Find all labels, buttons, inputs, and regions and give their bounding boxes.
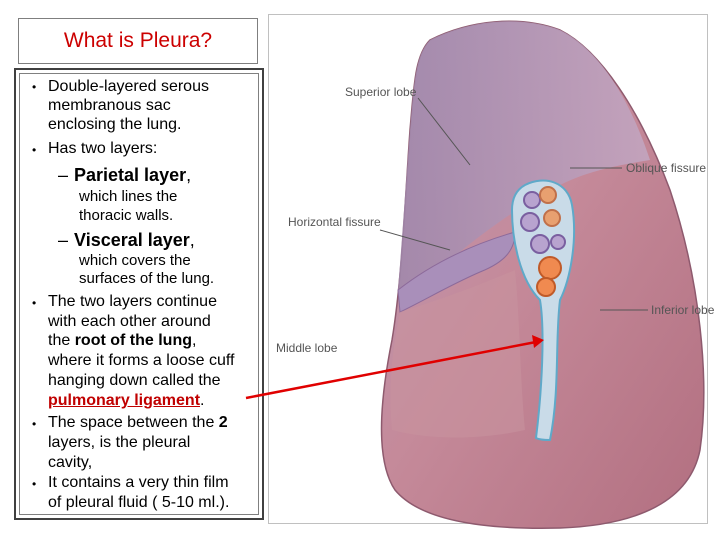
pulmonary-vessel: [523, 191, 541, 209]
bullet-4-line-3: cavity,: [48, 454, 93, 471]
label-inferior-lobe: Inferior lobe: [651, 303, 715, 317]
pointer-superior-lobe: [417, 97, 471, 166]
visceral-term: Visceral layer: [74, 230, 190, 250]
pulmonary-vessel: [520, 212, 540, 232]
sub-item-visceral: –Visceral layer,: [58, 230, 195, 251]
label-oblique-fissure: Oblique fissure: [626, 161, 706, 175]
sub-comma: ,: [189, 230, 195, 250]
red-arrow-head: [532, 335, 544, 348]
bronchus: [538, 256, 562, 280]
text-fragment: the: [48, 332, 75, 349]
pulmonary-vessel: [530, 234, 550, 254]
bullet-3-line-6: pulmonary ligament.: [48, 392, 204, 410]
text-fragment: .: [200, 392, 205, 409]
pulmonary-ligament-link[interactable]: pulmonary ligament: [48, 392, 201, 409]
bullet-5-line-2: of pleural fluid ( 5-10 ml.).: [48, 494, 230, 511]
bullet-1-line-1: Double-layered serous: [48, 78, 209, 95]
bullet-1-line-3: enclosing the lung.: [48, 116, 182, 133]
horizontal-fissure-band: [397, 231, 516, 313]
bronchus: [543, 209, 561, 227]
bullet-4-line-2: layers, is the pleural: [48, 434, 191, 451]
two-bold: 2: [218, 414, 228, 431]
middle-lobe-region: [390, 270, 525, 438]
bullet-3-line-3: the root of the lung,: [48, 332, 196, 350]
red-arrow-line: [245, 340, 537, 400]
pulmonary-vessel: [550, 234, 566, 250]
bullet-dot: •: [32, 477, 37, 491]
bullet-dot: •: [32, 143, 37, 157]
bullet-5-line-1: It contains a very thin film: [48, 474, 229, 491]
visceral-desc-line-2: surfaces of the lung.: [79, 270, 215, 287]
sub-dash: –: [58, 230, 69, 250]
bullet-3-line-5: hanging down called the: [48, 372, 221, 389]
bullet-3-line-2: with each other around: [48, 313, 211, 330]
bullet-dot: •: [32, 80, 37, 94]
parietal-desc-line-2: thoracic walls.: [79, 207, 174, 224]
text-fragment: The space between the: [48, 414, 219, 431]
bronchus: [539, 186, 557, 204]
parietal-desc-line-1: which lines the: [79, 188, 178, 205]
label-middle-lobe: Middle lobe: [276, 341, 338, 355]
superior-lobe-region: [398, 21, 650, 291]
bullet-2-line-1: Has two layers:: [48, 140, 158, 157]
bullet-dot: •: [32, 296, 37, 310]
bullet-dot: •: [32, 417, 37, 431]
sub-dash: –: [58, 165, 69, 185]
text-panel: • Double-layered serous membranous sac e…: [14, 68, 264, 520]
visceral-desc-line-1: which covers the: [79, 252, 191, 269]
label-horizontal-fissure: Horizontal fissure: [288, 215, 381, 229]
text-fragment: ,: [192, 332, 197, 349]
sub-comma: ,: [186, 165, 192, 185]
title-box: What is Pleura?: [18, 18, 258, 64]
pointer-horizontal-fissure: [379, 229, 451, 251]
sub-item-parietal: –Parietal layer,: [58, 165, 191, 186]
root-of-lung-bold: root of the lung: [74, 332, 192, 349]
bullet-3-line-4: where it forms a loose cuff: [48, 352, 235, 369]
bronchus: [536, 277, 556, 297]
slide-title: What is Pleura?: [63, 29, 213, 52]
text-panel-inner-border: [19, 73, 259, 515]
bullet-1-line-2: membranous sac: [48, 97, 171, 114]
bullet-4-line-1: The space between the 2: [48, 414, 228, 432]
bullet-3-line-1: The two layers continue: [48, 293, 217, 310]
parietal-term: Parietal layer: [74, 165, 187, 185]
label-superior-lobe: Superior lobe: [345, 85, 417, 99]
